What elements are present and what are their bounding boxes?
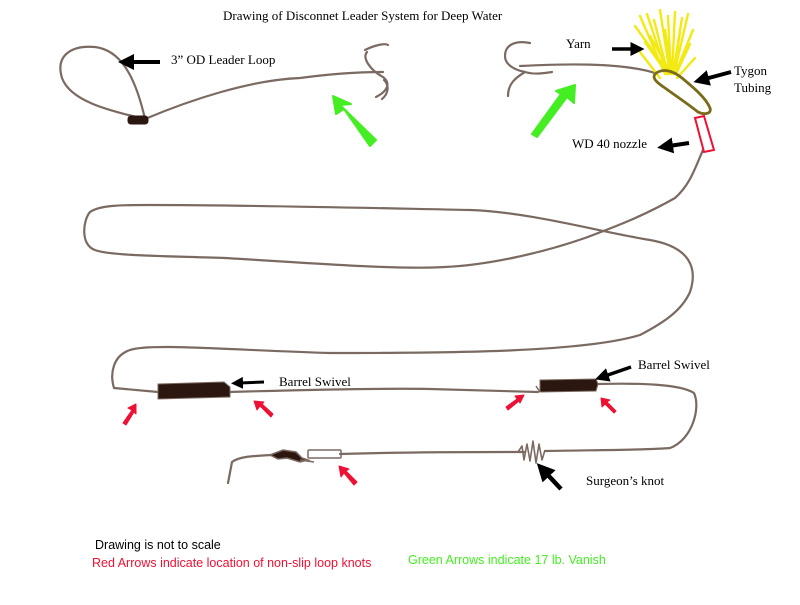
top-line-to-tubing: [518, 63, 657, 75]
bottom-snap: [268, 449, 342, 463]
arrow-tygon: [693, 70, 732, 86]
red-arrow-1: [122, 403, 137, 426]
note-red-arrows: Red Arrows indicate location of non-slip…: [92, 556, 372, 570]
label-leader-loop: 3” OD Leader Loop: [171, 52, 276, 67]
black-arrows: [118, 42, 732, 491]
serpentine-line: [83, 148, 705, 394]
wd40-nozzle-shape: [693, 114, 716, 154]
loop-connector: [127, 115, 149, 125]
barrel-swivel-right-shape: [535, 378, 599, 393]
tygon-tubing-shape: [652, 69, 712, 116]
arrow-surgeons-knot: [536, 463, 563, 491]
label-tygon-line2: Tubing: [734, 80, 772, 95]
middle-line: [226, 387, 540, 394]
return-loop-line: [338, 382, 698, 456]
cut-end-right: [503, 41, 554, 98]
arrow-wd40: [657, 137, 690, 154]
leader-loop-line: [59, 45, 385, 121]
note-green-arrows: Green Arrows indicate 17 lb. Vanish: [408, 553, 606, 567]
green-arrows: [332, 84, 576, 147]
label-yarn: Yarn: [566, 36, 591, 51]
label-surgeons-knot: Surgeon’s knot: [586, 473, 665, 488]
label-barrel-swivel-left: Barrel Swivel: [279, 374, 351, 389]
cut-end-left: [363, 43, 390, 101]
red-arrow-2: [253, 400, 274, 418]
bottom-line: [226, 453, 273, 485]
leader-line: [59, 41, 705, 485]
note-not-to-scale: Drawing is not to scale: [95, 538, 221, 552]
diagram-title: Drawing of Disconnet Leader System for D…: [223, 8, 503, 23]
red-arrows: [122, 394, 617, 486]
red-arrow-5: [338, 465, 358, 486]
red-arrow-3: [505, 394, 525, 411]
yarn-shape: [633, 8, 697, 80]
arrow-barrel-swivel-right: [595, 365, 632, 382]
red-arrow-4: [600, 397, 617, 414]
barrel-swivel-left-shape: [157, 381, 231, 400]
label-wd40-nozzle: WD 40 nozzle: [572, 136, 648, 151]
green-arrow-left: [332, 95, 377, 147]
label-barrel-swivel-right: Barrel Swivel: [638, 357, 710, 372]
label-tygon-line1: Tygon: [734, 63, 768, 78]
surgeons-knot-shape: [517, 440, 546, 464]
green-arrow-right: [531, 84, 576, 138]
arrow-barrel-swivel-left: [231, 376, 265, 389]
